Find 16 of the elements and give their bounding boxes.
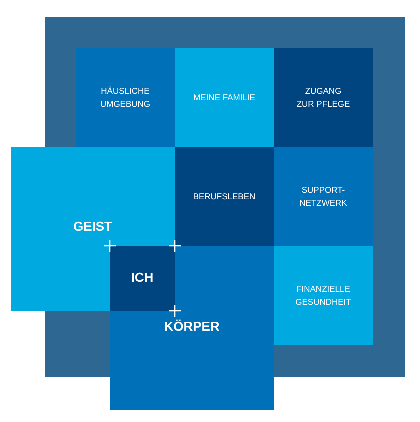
tile-label: SUPPORT- NETZWERK (298, 184, 348, 210)
tile-label: KÖRPER (163, 319, 221, 334)
tile-label: BERUFSLEBEN (192, 190, 257, 203)
category-tile (76, 48, 175, 147)
category-tile (274, 48, 373, 147)
tile-label: FINANZIELLE GESUNDHEIT (294, 282, 352, 308)
tile-label: MEINE FAMILIE (192, 91, 256, 104)
tile-label: GEIST (72, 219, 114, 234)
category-tile (175, 147, 274, 246)
focus-tile (110, 246, 175, 311)
category-tile (274, 246, 373, 345)
tile-label: HÄUSLICHE UMGEBUNG (99, 84, 152, 110)
category-tile (175, 48, 274, 147)
category-tile (274, 147, 373, 246)
tile-label: ZUGANG ZUR PFLEGE (296, 84, 352, 110)
tile-label: ICH (130, 270, 155, 285)
